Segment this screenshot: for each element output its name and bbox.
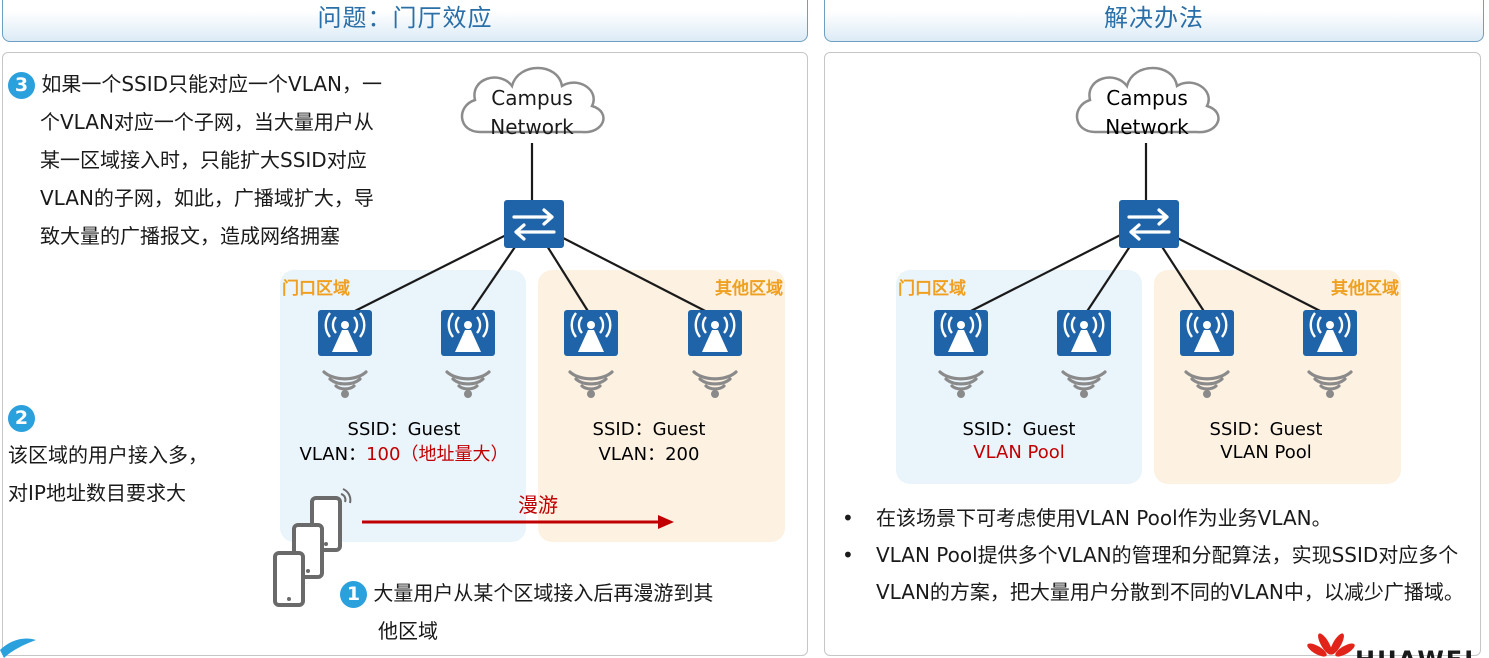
step2-line: 对IP地址数目要求大 bbox=[8, 481, 186, 505]
step3-line: 某一区域接入时，只能扩大SSID对应 bbox=[40, 148, 367, 172]
step2-line: 该区域的用户接入多， bbox=[8, 443, 208, 467]
huawei-logo: HUAWEI bbox=[1307, 633, 1475, 658]
zone-label-other: 其他区域 bbox=[715, 278, 783, 299]
step2-badge: 2 bbox=[8, 405, 35, 432]
vlan-label-door: VLAN：100（地址量大） bbox=[300, 444, 509, 465]
cloud-label-line1: Campus bbox=[1106, 86, 1188, 110]
access-point-icon bbox=[1055, 308, 1113, 358]
right-diagram: 门口区域 其他区域 Campus Network SSID：Guest VLAN… bbox=[896, 66, 1475, 658]
step3-line: 致大量的广播报文，造成网络拥塞 bbox=[40, 224, 340, 248]
decorative-swoosh bbox=[0, 638, 36, 658]
switch-icon bbox=[1117, 198, 1181, 250]
left-header: 问题：门厅效应 bbox=[2, 0, 808, 42]
step1-line: 大量用户从某个区域接入后再漫游到其 bbox=[373, 581, 714, 605]
step1-line: 他区域 bbox=[378, 619, 438, 643]
switch-icon bbox=[502, 198, 566, 250]
bullet-item: 在该场景下可考虑使用VLAN Pool作为业务VLAN。 bbox=[842, 500, 1482, 537]
ssid-label-other: SSID：Guest bbox=[593, 419, 706, 440]
step3-line: 个VLAN对应一个子网，当大量用户从 bbox=[40, 110, 374, 134]
ssid-label-door: SSID：Guest bbox=[963, 419, 1076, 440]
bullet-item: VLAN Pool提供多个VLAN的管理和分配算法，实现SSID对应多个VLAN… bbox=[842, 537, 1482, 611]
step3-line: VLAN的子网，如此，广播域扩大，导 bbox=[40, 186, 374, 210]
step3-badge: 3 bbox=[8, 72, 35, 99]
ssid-label-door: SSID：Guest bbox=[348, 419, 461, 440]
solution-bullets: 在该场景下可考虑使用VLAN Pool作为业务VLAN。 VLAN Pool提供… bbox=[842, 500, 1482, 611]
zone-label-door: 门口区域 bbox=[898, 278, 966, 299]
phone-signal-icon bbox=[340, 488, 352, 504]
right-header: 解决办法 bbox=[824, 0, 1484, 42]
vlan-pool-label-door: VLAN Pool bbox=[973, 442, 1065, 463]
step2-text: 2 该区域的用户接入多， 对IP地址数目要求大 bbox=[8, 398, 268, 512]
left-diagram: 门口区域 其他区域 Campus Network SSID：Guest VLAN… bbox=[0, 66, 785, 658]
access-point-icon bbox=[686, 308, 744, 358]
step3-text: 3 如果一个SSID只能对应一个VLAN，一 个VLAN对应一个子网，当大量用户… bbox=[8, 65, 440, 255]
access-point-icon bbox=[316, 308, 374, 358]
vlan-label-other: VLAN：200 bbox=[599, 444, 700, 465]
access-point-icon bbox=[932, 308, 990, 358]
vlan-pool-label-other: VLAN Pool bbox=[1220, 442, 1312, 463]
roaming-arrowhead bbox=[658, 515, 674, 529]
ssid-label-other: SSID：Guest bbox=[1210, 419, 1323, 440]
roaming-label: 漫游 bbox=[518, 493, 558, 517]
smartphone-icon bbox=[273, 551, 305, 607]
access-point-icon bbox=[562, 308, 620, 358]
zone-label-other: 其他区域 bbox=[1331, 278, 1399, 299]
access-point-icon bbox=[439, 308, 497, 358]
huawei-wordmark: HUAWEI bbox=[1355, 646, 1475, 658]
step1-badge: 1 bbox=[340, 581, 367, 608]
zone-label-door: 门口区域 bbox=[282, 278, 350, 299]
access-point-icon bbox=[1301, 308, 1359, 358]
step3-line: 如果一个SSID只能对应一个VLAN，一 bbox=[41, 72, 382, 96]
access-point-icon bbox=[1178, 308, 1236, 358]
cloud-label-line1: Campus bbox=[491, 86, 573, 110]
step1-text: 1 大量用户从某个区域接入后再漫游到其 他区域 bbox=[340, 574, 800, 650]
cloud-label-line2: Network bbox=[1105, 115, 1189, 139]
cloud-label-line2: Network bbox=[490, 115, 574, 139]
